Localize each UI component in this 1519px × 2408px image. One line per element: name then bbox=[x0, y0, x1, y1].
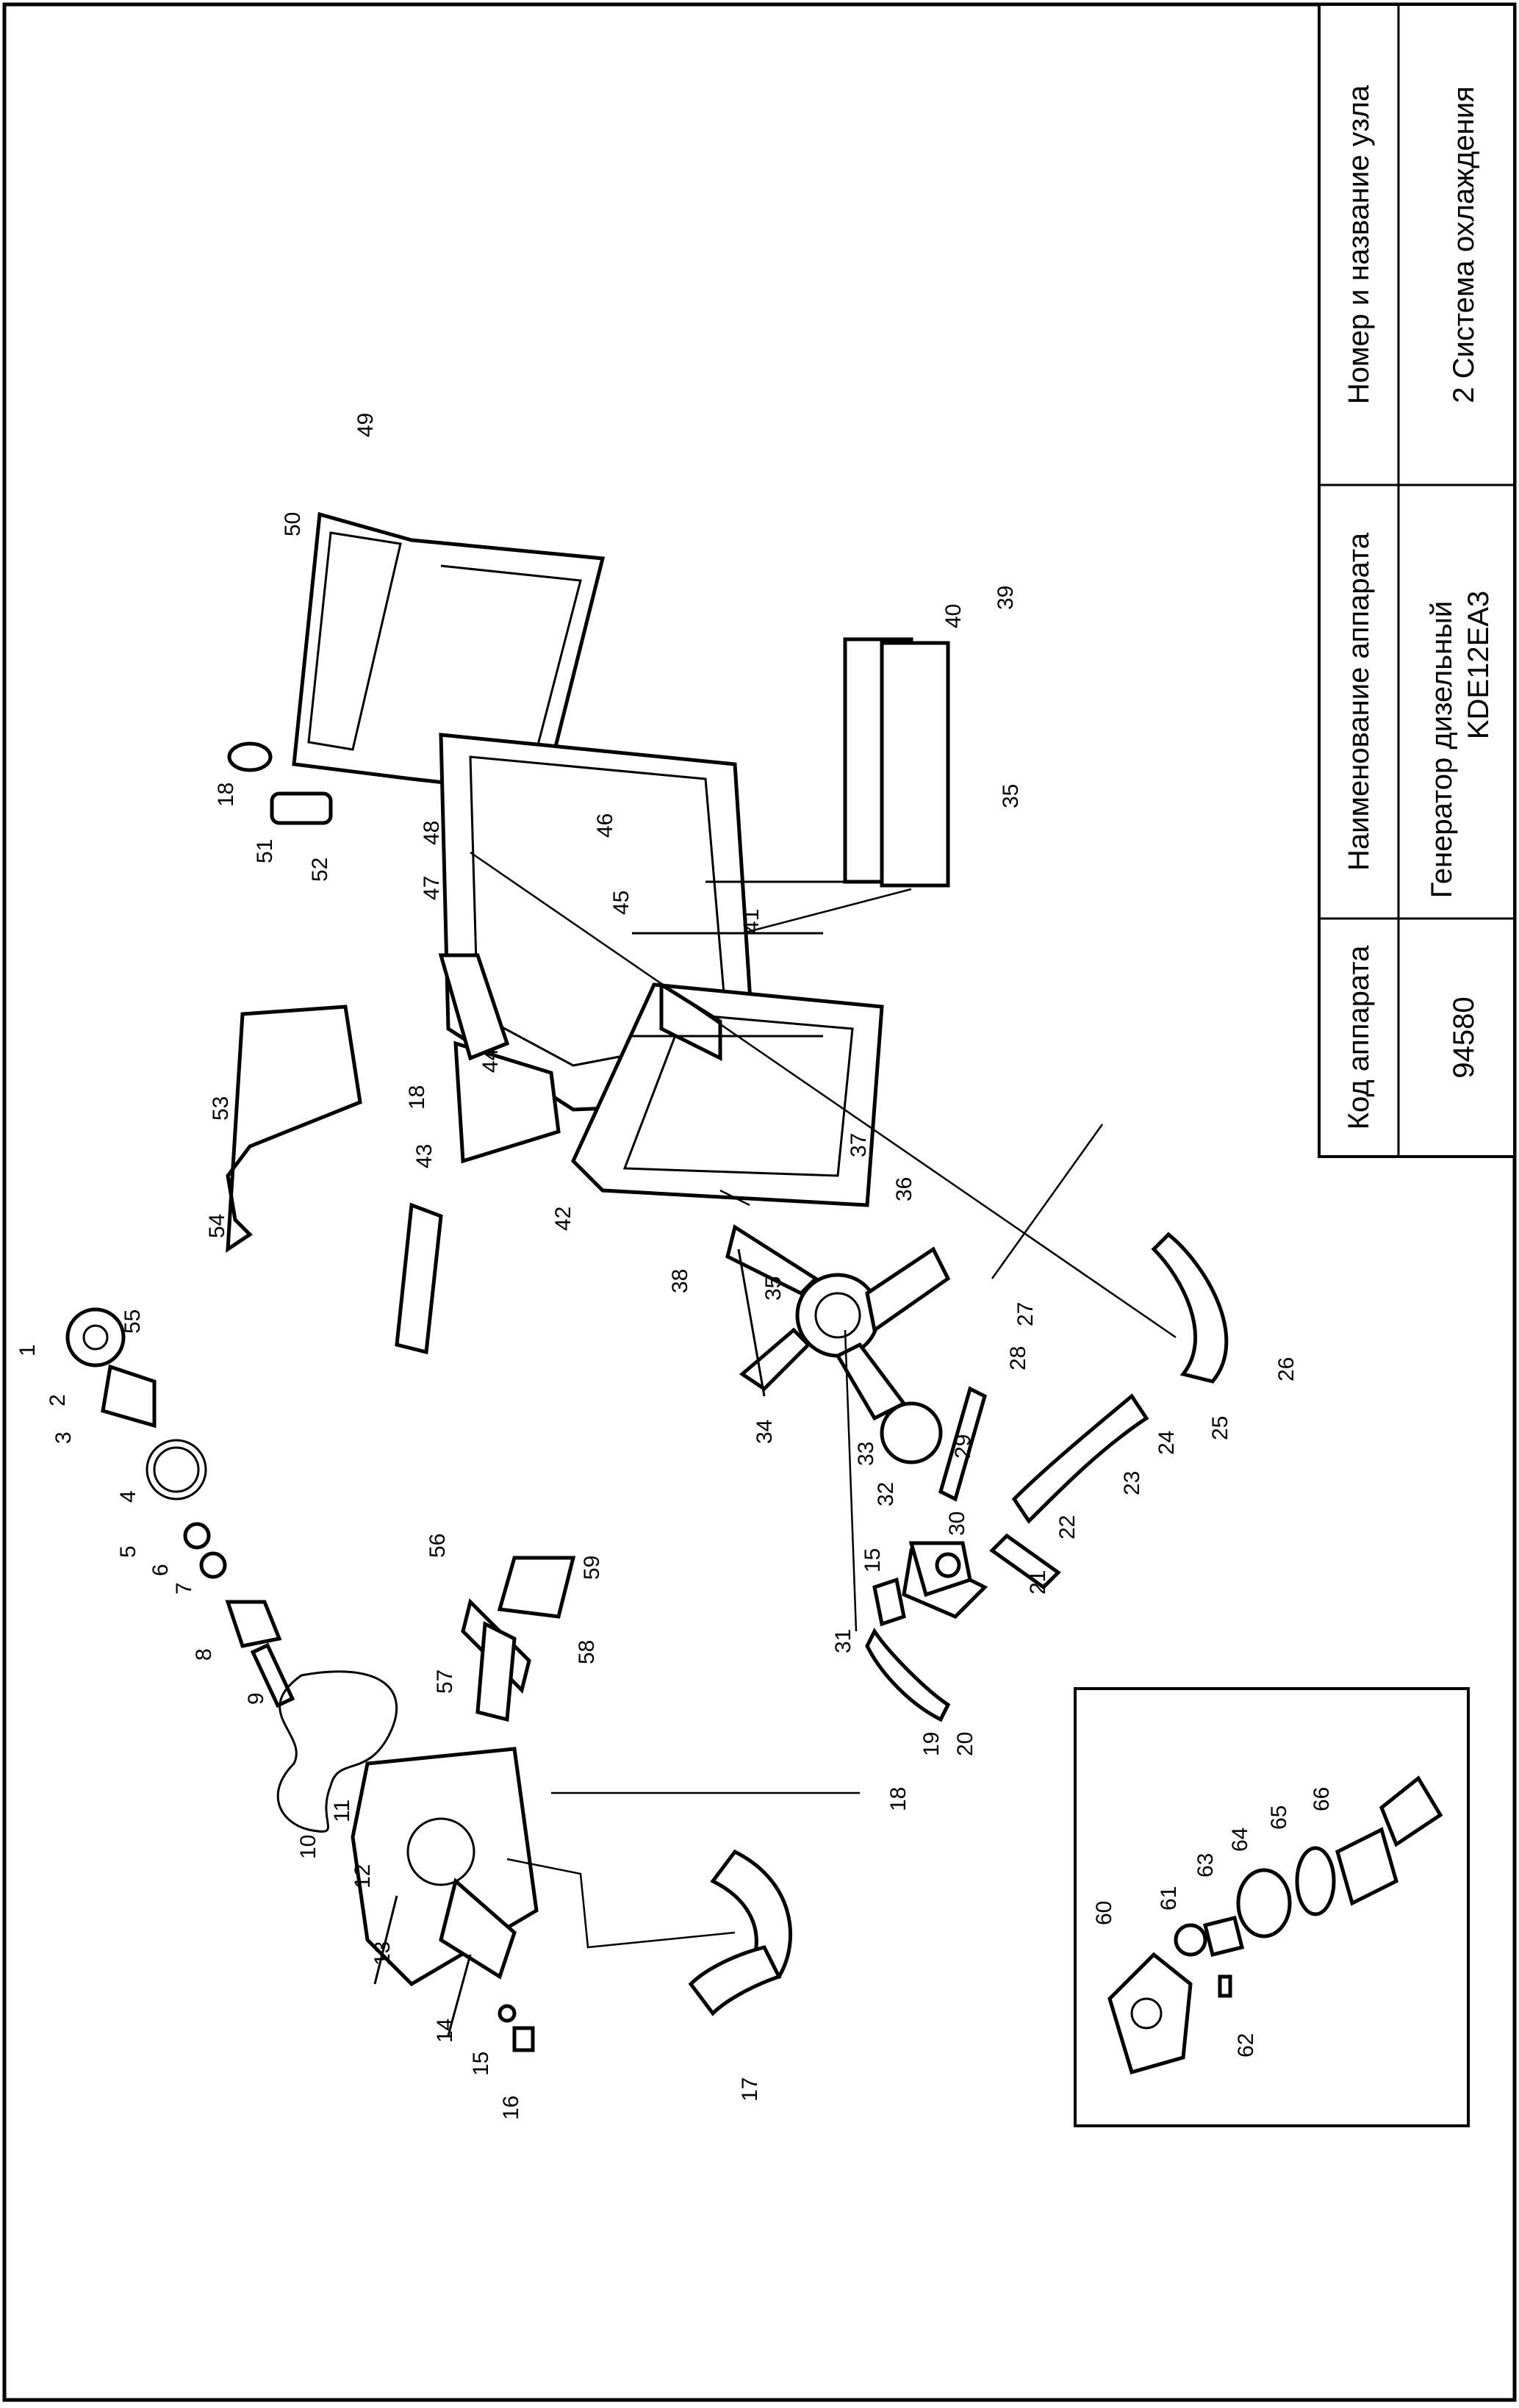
part-label-15: 15 bbox=[469, 2052, 493, 2076]
part-label-20: 20 bbox=[953, 1732, 977, 1756]
part-label-40: 40 bbox=[941, 604, 966, 628]
part-label-11: 11 bbox=[330, 1800, 354, 1822]
hoses-and-pipes bbox=[461, 1232, 1229, 2016]
part-label-61: 61 bbox=[1157, 1886, 1181, 1911]
part-label-42: 42 bbox=[551, 1207, 575, 1231]
col2-value-line1: Генератор дизельный bbox=[1426, 601, 1458, 899]
part-label-25: 25 bbox=[1208, 1416, 1232, 1440]
part-label-5: 5 bbox=[116, 1545, 140, 1558]
part-label-49: 49 bbox=[353, 413, 378, 437]
part-label-51: 51 bbox=[253, 839, 277, 863]
part-label-47: 47 bbox=[420, 876, 444, 900]
col2-header: Наименование аппарата bbox=[1343, 532, 1375, 871]
part-label-22: 22 bbox=[1055, 1515, 1080, 1539]
part-label-64: 64 bbox=[1228, 1827, 1252, 1852]
part-label-36: 36 bbox=[892, 1177, 916, 1201]
part-label-4: 4 bbox=[116, 1490, 140, 1503]
part-label-19: 19 bbox=[919, 1732, 944, 1756]
part-label-66: 66 bbox=[1310, 1787, 1334, 1811]
part-label-13: 13 bbox=[370, 1941, 395, 1966]
part-label-57: 57 bbox=[433, 1670, 457, 1694]
part-label-7: 7 bbox=[172, 1582, 196, 1595]
part-label-38: 38 bbox=[668, 1269, 692, 1293]
part-label-21: 21 bbox=[1026, 1570, 1050, 1595]
title-block: Код аппарата 94580 Наименование аппарата… bbox=[1318, 3, 1516, 1158]
part-label-12: 12 bbox=[351, 1864, 375, 1888]
part-label-27: 27 bbox=[1013, 1302, 1038, 1326]
part-label-3: 3 bbox=[51, 1431, 76, 1444]
part-numbers: 1 2 3 4 5 6 7 8 9 10 11 12 13 14 15 16 1… bbox=[15, 413, 1334, 2120]
part-label-58: 58 bbox=[575, 1640, 599, 1664]
part-label-24: 24 bbox=[1154, 1431, 1179, 1455]
leader-lines bbox=[470, 851, 1177, 1949]
col1-header: Код аппарата bbox=[1343, 945, 1375, 1129]
part-label-48: 48 bbox=[420, 821, 444, 845]
part-label-23: 23 bbox=[1120, 1471, 1144, 1495]
part-label-18b: 18 bbox=[214, 783, 238, 807]
part-label-52: 52 bbox=[308, 858, 332, 882]
part-label-62: 62 bbox=[1234, 2033, 1258, 2057]
part-label-39: 39 bbox=[994, 586, 1018, 610]
part-label-18: 18 bbox=[886, 1787, 911, 1811]
fan-assembly bbox=[725, 1224, 951, 1464]
part-label-28: 28 bbox=[1006, 1346, 1030, 1370]
part-label-35b: 35 bbox=[999, 784, 1023, 808]
part-label-50: 50 bbox=[281, 512, 305, 536]
part-label-15b: 15 bbox=[861, 1548, 885, 1573]
part-label-60: 60 bbox=[1092, 1901, 1116, 1925]
part-label-30: 30 bbox=[945, 1512, 969, 1536]
part-label-55: 55 bbox=[121, 1309, 145, 1334]
part-label-53: 53 bbox=[209, 1096, 233, 1121]
part-label-10: 10 bbox=[296, 1835, 320, 1859]
part-label-37: 37 bbox=[847, 1133, 871, 1157]
col2-value-line2: KDE12EA3 bbox=[1462, 591, 1495, 739]
part-label-56: 56 bbox=[425, 1534, 450, 1558]
col3-value: 2 Система охлаждения bbox=[1448, 86, 1480, 403]
part-label-26: 26 bbox=[1274, 1357, 1299, 1381]
part-label-6: 6 bbox=[148, 1564, 173, 1576]
col1-value: 94580 bbox=[1448, 996, 1480, 1078]
part-label-16: 16 bbox=[499, 2096, 523, 2120]
part-label-63: 63 bbox=[1193, 1853, 1218, 1877]
part-label-54: 54 bbox=[205, 1214, 229, 1238]
part-label-2: 2 bbox=[46, 1394, 70, 1406]
part-label-59: 59 bbox=[580, 1556, 604, 1580]
part-label-32: 32 bbox=[874, 1482, 898, 1506]
part-label-14: 14 bbox=[433, 2019, 457, 2043]
part-label-41: 41 bbox=[739, 909, 764, 933]
part-label-46: 46 bbox=[593, 813, 617, 838]
part-label-31: 31 bbox=[831, 1629, 855, 1653]
shroud-assembly bbox=[226, 953, 884, 1355]
part-label-1: 1 bbox=[15, 1344, 40, 1356]
part-label-45: 45 bbox=[609, 891, 633, 915]
detail-inset bbox=[1074, 1687, 1470, 2127]
part-label-35: 35 bbox=[761, 1276, 786, 1301]
part-label-18c: 18 bbox=[405, 1085, 429, 1110]
part-label-29: 29 bbox=[951, 1434, 975, 1459]
part-label-9: 9 bbox=[244, 1692, 268, 1705]
col3-header: Номер и название узла bbox=[1343, 85, 1375, 404]
water-pump-assembly bbox=[65, 1307, 539, 2052]
part-label-17: 17 bbox=[738, 2077, 762, 2102]
part-label-33: 33 bbox=[854, 1442, 878, 1466]
part-label-8: 8 bbox=[192, 1648, 216, 1661]
part-label-34: 34 bbox=[753, 1420, 777, 1444]
thermostat-housing bbox=[872, 1541, 972, 1627]
part-label-43: 43 bbox=[412, 1144, 437, 1168]
part-label-65: 65 bbox=[1267, 1805, 1291, 1830]
part-label-44: 44 bbox=[478, 1049, 503, 1073]
